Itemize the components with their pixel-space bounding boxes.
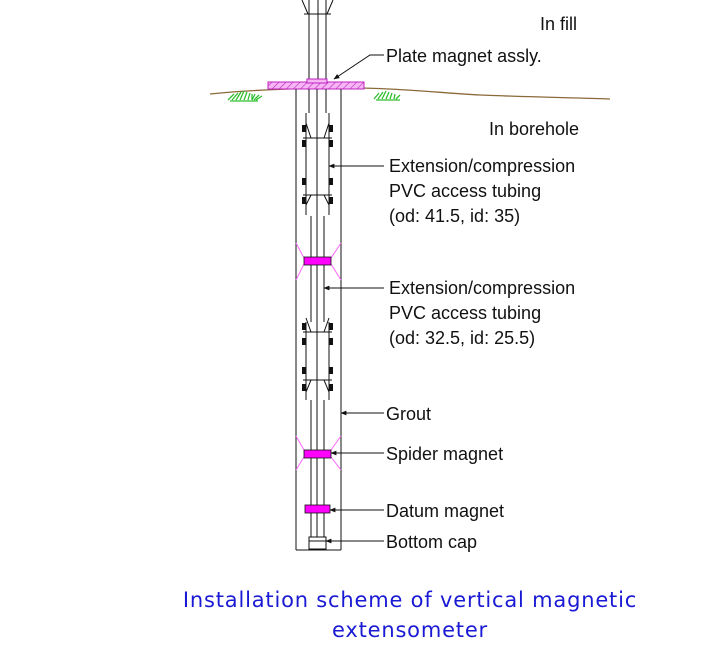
label-in-borehole: In borehole — [489, 119, 579, 139]
label-plate-magnet: Plate magnet assly. — [386, 46, 542, 66]
label-ext2-line1: Extension/compression — [389, 278, 575, 298]
coupling-studs-upper — [302, 125, 333, 204]
label-ext1-line1: Extension/compression — [389, 156, 575, 176]
caption-line2: extensometer — [332, 618, 488, 642]
datum-magnet — [304, 504, 331, 514]
label-ext2-line2: PVC access tubing — [389, 303, 541, 323]
borehole — [295, 89, 342, 551]
label-spider-magnet: Spider magnet — [386, 444, 503, 464]
caption-line1: Installation scheme of vertical magnetic — [183, 588, 637, 612]
label-ext2-line3: (od: 32.5, id: 25.5) — [389, 328, 535, 348]
label-ext1-line2: PVC access tubing — [389, 181, 541, 201]
label-ext1-line3: (od: 41.5, id: 35) — [389, 206, 520, 226]
plate-magnet-collar — [306, 78, 328, 84]
leader-lines — [323, 54, 384, 544]
label-in-fill: In fill — [540, 14, 577, 34]
label-bottom-cap: Bottom cap — [386, 532, 477, 552]
grass-icon-left — [227, 90, 263, 102]
label-datum-magnet: Datum magnet — [386, 501, 504, 521]
grass-icon-right — [373, 90, 401, 101]
upper-rod — [301, 0, 334, 81]
ground-surface-line — [209, 87, 611, 100]
access-tubing — [308, 89, 327, 537]
bottom-cap — [308, 536, 327, 550]
label-grout: Grout — [386, 404, 431, 424]
spider-magnet-upper — [295, 242, 342, 281]
coupling-studs-lower — [302, 323, 333, 391]
